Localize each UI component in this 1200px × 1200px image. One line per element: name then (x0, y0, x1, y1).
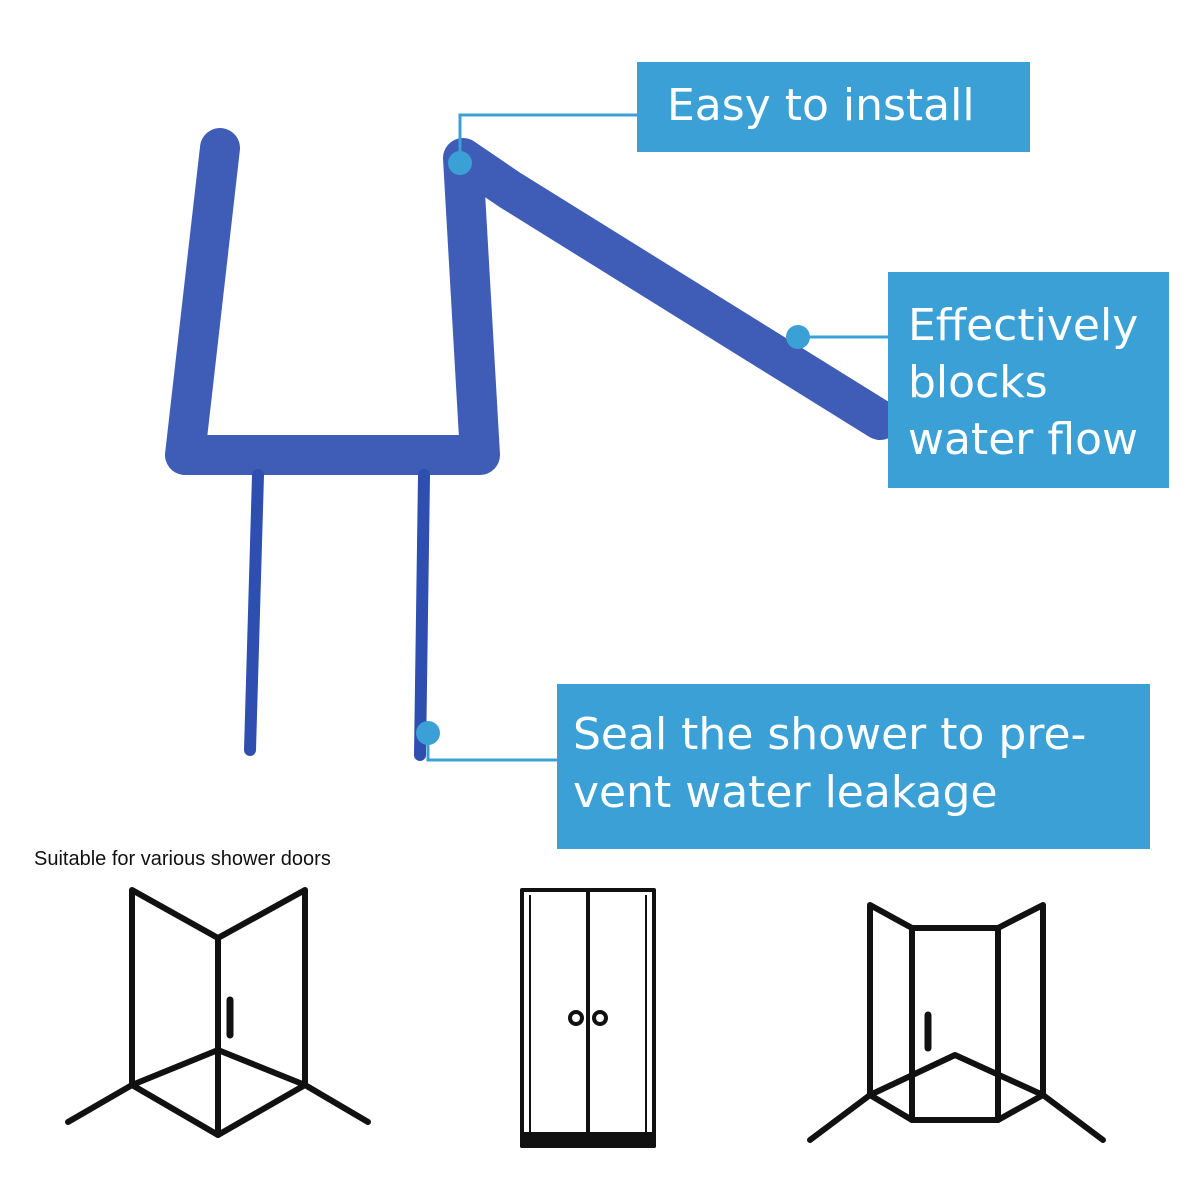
seal-right-leg (414, 469, 430, 761)
corner-shower-icon (65, 887, 371, 1138)
callout-blocks-line-1: Effectively (908, 300, 1139, 351)
callout-seal-line-1: Seal the shower to pre- (573, 709, 1087, 760)
seal-profile (165, 128, 900, 761)
callout-easy-install-text: Easy to install (667, 80, 975, 131)
callout-dot-seal (416, 721, 440, 745)
suitable-caption: Suitable for various shower doors (34, 848, 331, 870)
seal-channel (165, 128, 900, 475)
callout-blocks-water: Effectively blocks water flow (888, 272, 1169, 488)
neo-angle-shower-icon (807, 902, 1106, 1143)
callout-blocks-line-3: water flow (908, 414, 1138, 465)
callout-dot-easy (448, 151, 472, 175)
callout-dot-blocks (786, 325, 810, 349)
connector-easy (458, 113, 637, 165)
seal-left-leg (244, 469, 264, 756)
callout-blocks-line-2: blocks (908, 357, 1048, 408)
callout-seal-shower: Seal the shower to pre- vent water leaka… (557, 684, 1150, 849)
callout-seal-line-2: vent water leakage (573, 767, 998, 818)
callout-easy-install: Easy to install (637, 62, 1030, 152)
double-door-shower-icon (520, 888, 656, 1148)
connector-seal (426, 733, 557, 762)
